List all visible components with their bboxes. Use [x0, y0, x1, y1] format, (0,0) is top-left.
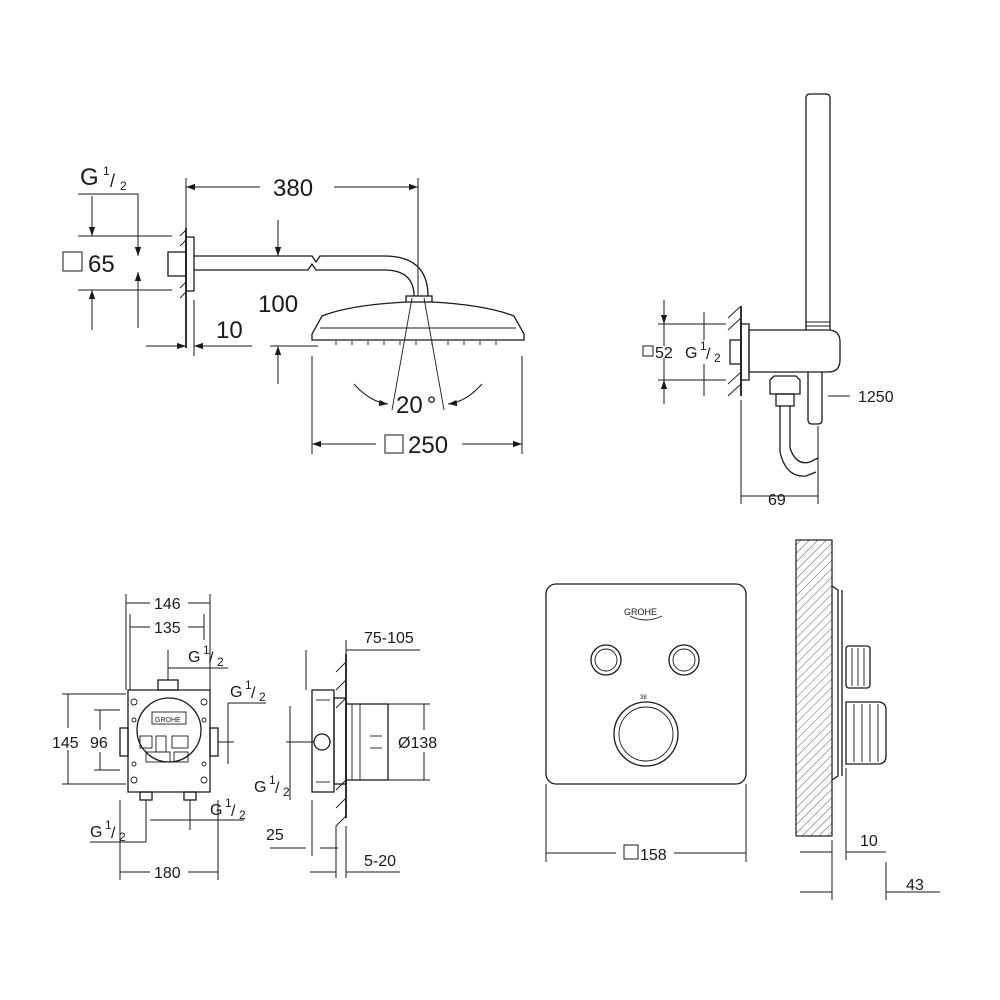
height-96: 96	[90, 735, 108, 752]
trim-side-view: 10 43	[795, 539, 940, 900]
top-thread-label: G	[188, 649, 200, 666]
right-thread-label: G	[230, 684, 242, 701]
brand-logo: GROHE	[155, 717, 181, 724]
thread-fraction-num: 1	[103, 164, 110, 178]
plaster-range: 5-20	[364, 853, 396, 870]
rough-in-front-view: GROHE 146 135 G 1 / 2 G 1 /	[52, 594, 266, 882]
wall-gap-10: 10	[216, 317, 243, 344]
bottom-left-thread-label: G	[90, 824, 102, 841]
square-flange-52: 52	[655, 345, 673, 362]
svg-text:/: /	[251, 685, 256, 702]
svg-text:/: /	[111, 825, 116, 842]
diameter-138: Ø138	[398, 735, 437, 752]
width-180: 180	[154, 865, 181, 882]
rough-in-side-view: 75-105 Ø138 G 1 / 2 25 5-20	[254, 630, 437, 878]
showerhead-view: G 1 / 2 65 380 100 10 20°	[62, 164, 525, 459]
projection-69: 69	[768, 492, 786, 509]
top-thread-fraction-num: 1	[203, 643, 210, 657]
head-size-250: 250	[408, 432, 448, 459]
brand-logo: GROHE	[624, 607, 657, 617]
arm-length-380: 380	[273, 175, 313, 202]
thread-fraction-num: 1	[700, 339, 707, 353]
thread-fraction-num: 1	[269, 773, 276, 787]
bottom-left-thread-fraction-den: 2	[119, 830, 126, 844]
knob-projection-10: 10	[860, 833, 878, 850]
degree-symbol: °	[427, 392, 437, 419]
thread-label: G	[685, 345, 697, 362]
svg-text:/: /	[706, 346, 711, 363]
width-135: 135	[154, 620, 181, 637]
svg-text:/: /	[110, 171, 115, 191]
top-thread-fraction-den: 2	[217, 655, 224, 669]
width-146: 146	[154, 596, 181, 613]
right-thread-fraction-den: 2	[259, 690, 266, 704]
hand-shower-view: 52 G 1 / 2 1250 69	[642, 93, 894, 509]
tilt-angle-value: 20	[396, 392, 423, 419]
plate-size-158: 158	[640, 847, 667, 864]
trim-plate-view: GROHE 38 158	[545, 583, 747, 864]
offset-25: 25	[266, 827, 284, 844]
thread-fraction-den: 2	[283, 785, 290, 799]
height-145: 145	[52, 735, 79, 752]
bottom-left-thread-fraction-num: 1	[105, 818, 112, 832]
tilt-angle: 20°	[396, 392, 436, 419]
dial-mark: 38	[640, 695, 647, 701]
svg-text:/: /	[275, 780, 280, 797]
depth-range: 75-105	[364, 630, 414, 647]
svg-text:/: /	[231, 803, 236, 820]
overall-projection-43: 43	[906, 877, 924, 894]
hose-length-1250: 1250	[858, 389, 894, 406]
right-thread-fraction-num: 1	[245, 678, 252, 692]
thread-fraction-den: 2	[120, 179, 127, 193]
thread-label: G	[254, 779, 266, 796]
drop-100: 100	[258, 291, 298, 318]
square-flange-65: 65	[88, 251, 115, 278]
bottom-right-thread-label: G	[210, 802, 222, 819]
thread-label: G	[80, 164, 99, 191]
svg-text:/: /	[209, 650, 214, 667]
thread-fraction-den: 2	[714, 351, 721, 365]
bottom-right-thread-fraction-den: 2	[239, 808, 246, 822]
bottom-right-thread-fraction-num: 1	[225, 796, 232, 810]
